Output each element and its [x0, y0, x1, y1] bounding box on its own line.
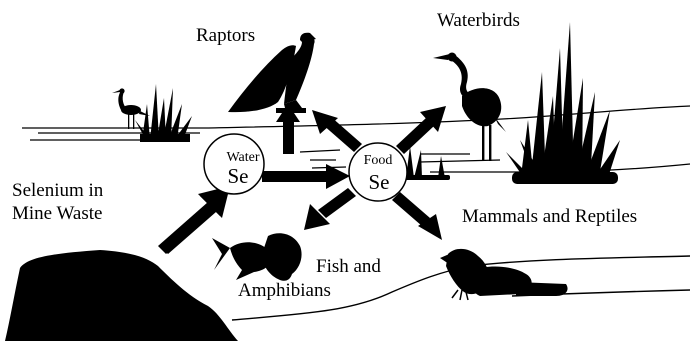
- food-se-node: Food Se: [349, 143, 407, 201]
- mammals-reptiles-label: Mammals and Reptiles: [462, 206, 637, 227]
- reeds-icon: [506, 22, 620, 184]
- arrow-mine-to-water-shaft: [158, 202, 216, 254]
- fish-label-line1: Fish and: [316, 256, 381, 277]
- waterbirds-label: Waterbirds: [437, 10, 520, 31]
- reeds-icon: [402, 146, 450, 180]
- water-se-node: Water Se: [204, 134, 264, 194]
- raptors-label: Raptors: [196, 25, 255, 46]
- water-node-se: Se: [228, 164, 249, 188]
- food-node-se: Se: [369, 170, 390, 194]
- arrow-food-to-fish-shaft: [318, 188, 356, 218]
- arrow-water-to-raptor-shaft: [283, 120, 294, 154]
- beaver-icon: [440, 249, 568, 300]
- water-node-label: Water: [226, 150, 259, 165]
- food-node-label: Food: [364, 153, 393, 168]
- fish-label-line2: Amphibians: [238, 280, 331, 301]
- heron-icon: [112, 88, 150, 129]
- arrow-food-to-mammal-shaft: [392, 192, 430, 226]
- mine-waste-icon: [5, 250, 238, 341]
- fish-icon: [212, 233, 302, 281]
- source-label-line2: Mine Waste: [12, 203, 102, 224]
- arrow-water-to-food-shaft: [262, 171, 330, 182]
- source-label-line1: Selenium in: [12, 180, 103, 201]
